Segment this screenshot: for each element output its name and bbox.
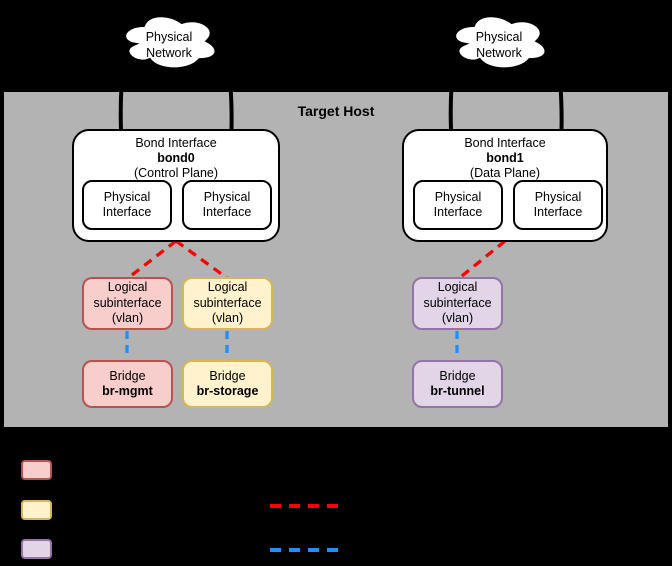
bond0-box: Bond Interface bond0 (Control Plane) Phy… xyxy=(72,129,280,242)
bridge-br-tunnel-name: br-tunnel xyxy=(430,384,485,398)
bridge-br-storage-title: Bridge xyxy=(209,368,246,383)
bond1-plane: (Data Plane) xyxy=(469,166,541,180)
cloud-label-left: Physical Network xyxy=(145,30,193,60)
bond0-text: Bond Interface bond0 (Control Plane) xyxy=(74,136,278,181)
bond1-title: Bond Interface xyxy=(464,136,546,150)
bridge-br-storage-name: br-storage xyxy=(196,384,259,398)
bridge-br-mgmt: Bridge br-mgmt xyxy=(82,360,173,408)
bridge-br-mgmt-name: br-mgmt xyxy=(102,384,153,398)
logical-subinterface-mgmt: Logical subinterface (vlan) xyxy=(82,277,173,330)
bridge-br-mgmt-title: Bridge xyxy=(109,368,146,383)
logical-subinterface-mgmt-label: Logical subinterface (vlan) xyxy=(93,280,162,326)
bond1-text: Bond Interface bond1 (Data Plane) xyxy=(404,136,606,181)
logical-subinterface-tunnel: Logical subinterface (vlan) xyxy=(412,277,503,330)
bond1-physical-interface-1: Physical Interface xyxy=(413,180,503,230)
bond0-physical-interface-2: Physical Interface xyxy=(182,180,272,230)
bridge-br-storage-label: Bridge br-storage xyxy=(197,369,259,400)
bridge-br-tunnel: Bridge br-tunnel xyxy=(412,360,503,408)
bond0-physical-interface-1: Physical Interface xyxy=(82,180,172,230)
bridge-br-tunnel-label: Bridge br-tunnel xyxy=(430,369,484,400)
cloud-label-right: Physical Network xyxy=(475,30,523,60)
bond0-plane: (Control Plane) xyxy=(133,166,219,180)
bond0-physical-interface-2-label: Physical Interface xyxy=(202,190,252,219)
bond0-name: bond0 xyxy=(157,151,195,165)
logical-subinterface-tunnel-label: Logical subinterface (vlan) xyxy=(423,280,492,326)
legend-swatch-purple xyxy=(21,539,52,559)
bond1-physical-interface-2: Physical Interface xyxy=(513,180,603,230)
bond0-physical-interface-1-label: Physical Interface xyxy=(102,190,152,219)
bridge-br-tunnel-title: Bridge xyxy=(439,368,476,383)
bridge-br-mgmt-label: Bridge br-mgmt xyxy=(102,369,153,400)
legend-swatch-yellow xyxy=(21,500,52,520)
bond1-physical-interface-2-label: Physical Interface xyxy=(533,190,583,219)
logical-subinterface-storage: Logical subinterface (vlan) xyxy=(182,277,273,330)
bond1-box: Bond Interface bond1 (Data Plane) Physic… xyxy=(402,129,608,242)
legend-swatch-pink xyxy=(21,460,52,480)
target-host-title: Target Host xyxy=(297,103,375,119)
bond1-physical-interface-1-label: Physical Interface xyxy=(433,190,483,219)
logical-subinterface-storage-label: Logical subinterface (vlan) xyxy=(193,280,262,326)
bridge-br-storage: Bridge br-storage xyxy=(182,360,273,408)
bond1-name: bond1 xyxy=(486,151,524,165)
bond0-title: Bond Interface xyxy=(135,136,217,150)
